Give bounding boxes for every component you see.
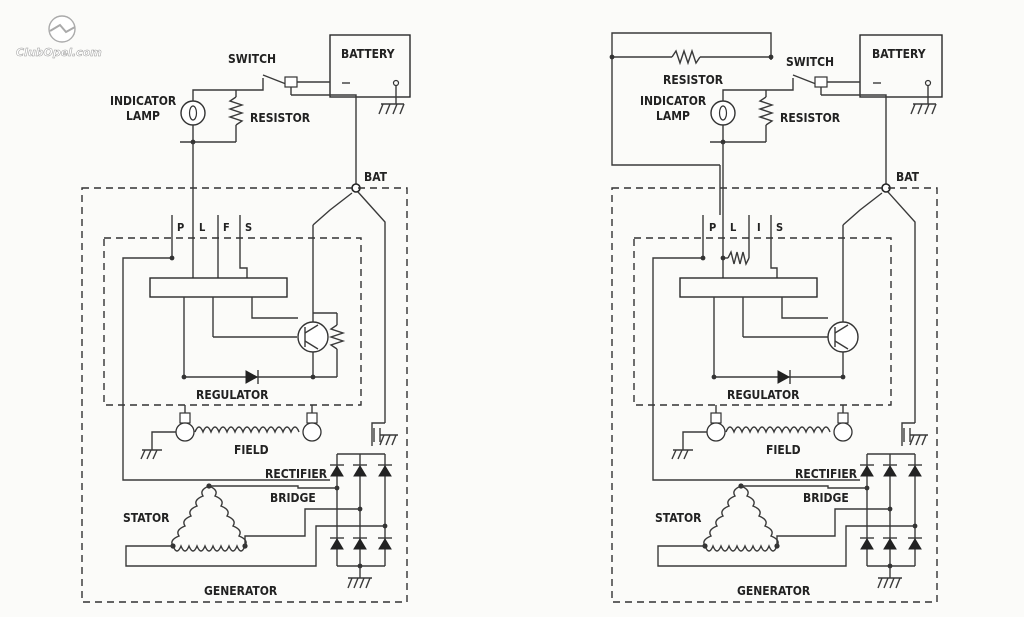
indicator-lamp-label-2: LAMP [126,109,160,123]
ground-icon [671,449,693,460]
field-label: FIELD [234,443,269,457]
regulator-label: REGULATOR [196,388,269,402]
rectifier-label-right: RECTIFIER [795,467,858,481]
ground-icon [877,577,902,589]
generator-label: GENERATOR [204,584,278,598]
generator-outline-right [611,187,938,603]
generator-outline [81,187,408,603]
regulator-label-right: REGULATOR [727,388,800,402]
stator-coil-icon [170,483,248,552]
resistor-icon [227,96,245,126]
stator-label: STATOR [123,511,170,525]
battery-label-right: BATTERY [872,47,926,61]
resistor-icon [757,96,775,126]
stator-label-right: STATOR [655,511,702,525]
terminal-l-right: L [730,221,737,234]
terminal-s-right: S [776,221,783,234]
ground-icon [347,577,372,589]
capacitor-icon [373,428,381,442]
clubopel-logo: ClubOpel.com [16,15,102,59]
transistor-icon [827,321,859,353]
terminal-s: S [245,221,252,234]
ground-icon [909,434,928,446]
indicator-lamp-icon [180,100,206,126]
field-coil-icon [725,426,831,434]
terminal-i-right: I [757,221,761,234]
bridge-label-right: BRIDGE [803,491,849,505]
resistor-icon-regulator [328,324,346,350]
generator-label-right: GENERATOR [737,584,811,598]
terminal-p-right: P [709,221,716,234]
resistor-icon-top [671,48,701,66]
switch-label: SWITCH [228,52,276,66]
diode-icon [245,370,259,384]
battery-label: BATTERY [341,47,395,61]
bridge-label: BRIDGE [270,491,316,505]
switch-label-right: SWITCH [786,55,834,69]
stator-coil-icon [702,483,780,552]
indicator-lamp-icon [710,100,736,126]
resistor-label-right: RESISTOR [780,111,841,125]
diode-icon [777,370,791,384]
bat-label: BAT [364,170,388,184]
battery-box-right [859,34,943,98]
regulator-outline [103,237,362,406]
resistor-label: RESISTOR [250,111,311,125]
rectifier-bridge-right [860,453,922,569]
switch-icon [792,74,860,95]
regulator-ic-right [679,277,818,298]
regulator-outline-right [633,237,892,406]
terminal-f: F [223,221,230,234]
bat-label-right: BAT [896,170,920,184]
transistor-icon [297,321,329,353]
terminal-p: P [177,221,184,234]
indicator-lamp-label-1: INDICATOR [110,94,177,108]
ground-icon [378,103,405,115]
resistor-icon-internal [727,249,750,267]
logo-text: ClubOpel.com [16,46,102,59]
ground-icon [379,434,398,446]
ground-icon [910,103,937,115]
capacitor-icon [903,428,911,442]
resistor-top-label: RESISTOR [663,73,724,87]
terminal-l: L [199,221,206,234]
indicator-lamp-label-right-2: LAMP [656,109,690,123]
field-label-right: FIELD [766,443,801,457]
battery-box [329,34,411,98]
ground-icon [140,449,162,460]
diagram-right: BATTERY RESISTOR SWITCH INDICA [609,32,943,603]
rectifier-label: RECTIFIER [265,467,328,481]
field-coil-icon [194,426,300,434]
switch-icon [262,74,330,95]
diagram-left: BATTERY SWITCH INDICATOR LAMP [81,34,411,603]
rectifier-bridge [330,453,392,569]
indicator-lamp-label-right-1: INDICATOR [640,94,707,108]
regulator-ic [149,277,288,298]
